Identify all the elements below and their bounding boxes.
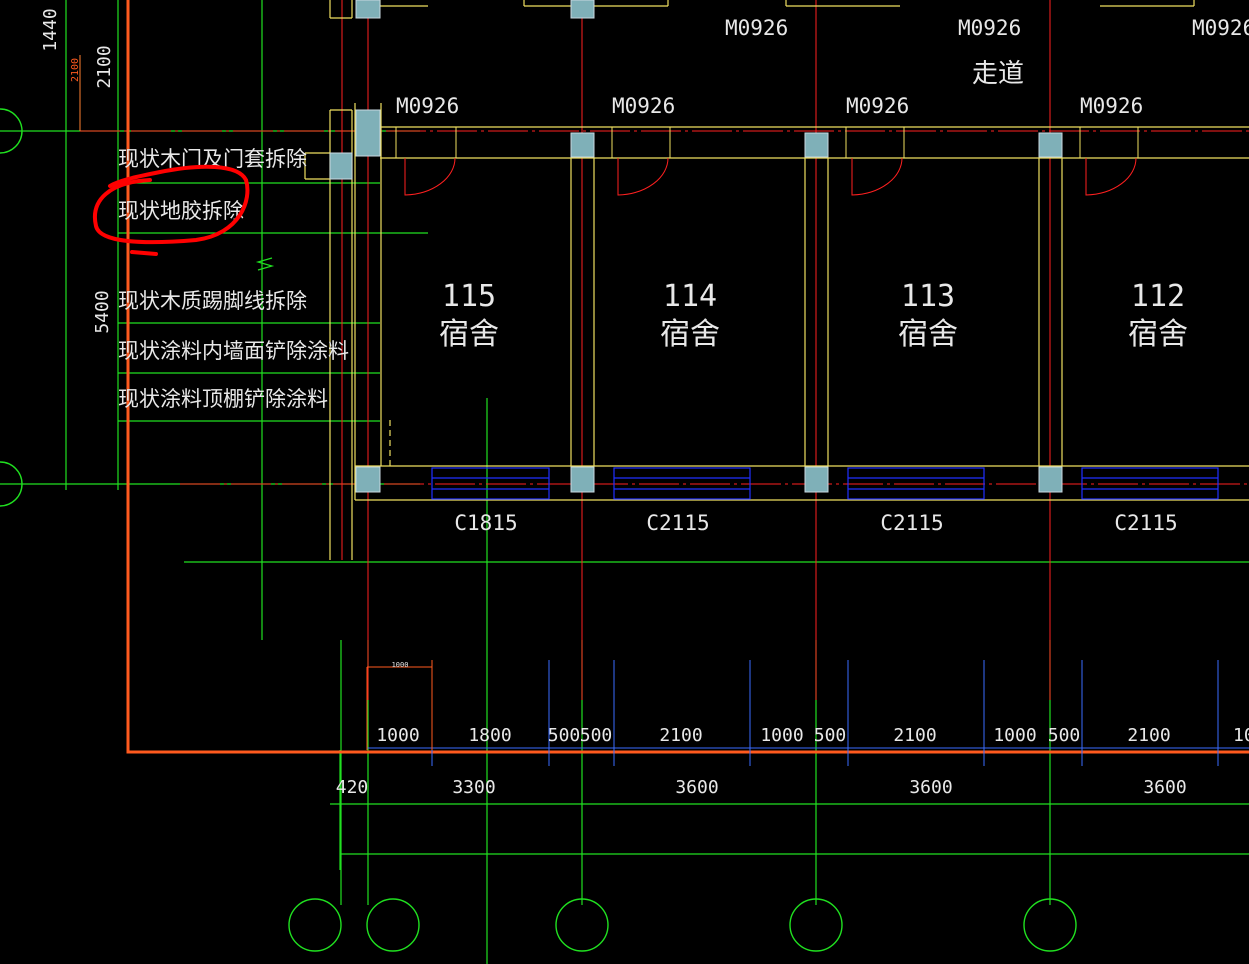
red-highlight-circle — [92, 164, 250, 256]
door-jambs — [395, 127, 1139, 158]
door-tag-1: M0926 — [396, 94, 459, 118]
dim-row2-2: 3300 — [452, 777, 495, 798]
window-tag-2: C2115 — [646, 511, 709, 535]
dim-row2-4: 3600 — [909, 777, 952, 798]
door-tag-2: M0926 — [612, 94, 675, 118]
room-name-114: 宿舍 — [660, 317, 720, 352]
dim-row1-10: 500 — [1048, 725, 1081, 746]
dim-left-top-partial: 1440 — [40, 8, 61, 51]
dim-row1-6: 1000 — [760, 725, 803, 746]
room-name-113: 宿舍 — [898, 317, 958, 352]
dim-left-middle: 5400 — [92, 290, 113, 333]
axis-bubble-left-1 — [0, 108, 23, 154]
window-tag-1: C1815 — [454, 511, 517, 535]
dim-row1-11: 2100 — [1127, 725, 1170, 746]
room-number-115: 115 — [442, 279, 496, 314]
dim-row1-4: 500 — [580, 725, 613, 746]
note-floor-removal: 现状地胶拆除 — [118, 199, 244, 223]
dim-row1-3: 500 — [548, 725, 581, 746]
drawing-frame-border — [126, 0, 1249, 754]
dim-row2-3: 3600 — [675, 777, 718, 798]
room-number-114: 114 — [663, 279, 717, 314]
door-swings — [404, 157, 1137, 196]
structural-columns — [329, 0, 1063, 493]
dim-left-upper: 2100 — [94, 45, 115, 88]
note-baseboard-removal: 现状木质踢脚线拆除 — [118, 289, 307, 313]
axis-bubble-bottom-2 — [366, 898, 420, 952]
dim-row1-5: 2100 — [659, 725, 702, 746]
room-name-115: 宿舍 — [439, 317, 499, 352]
axis-bubbles — [0, 108, 1077, 952]
axis-bubble-bottom-5 — [1023, 898, 1077, 952]
dim-row1-1: 1000 — [376, 725, 419, 746]
room-number-113: 113 — [901, 279, 955, 314]
wall-lines — [304, 0, 1249, 560]
room-number-112: 112 — [1131, 279, 1185, 314]
small-dimension-box — [366, 660, 433, 750]
windows — [431, 467, 1219, 500]
door-tag-top-1: M0926 — [725, 16, 788, 40]
axis-bubble-bottom-3 — [555, 898, 609, 952]
window-tag-4: C2115 — [1114, 511, 1177, 535]
dim-row1-7: 500 — [814, 725, 847, 746]
window-tag-3: C2115 — [880, 511, 943, 535]
note-ceiling-paint-removal: 现状涂料顶棚铲除涂料 — [118, 387, 328, 411]
door-tag-3: M0926 — [846, 94, 909, 118]
dim-row1-8: 2100 — [893, 725, 936, 746]
dim-row1-12: 10 — [1233, 725, 1249, 746]
note-wall-paint-removal: 现状涂料内墙面铲除涂料 — [118, 339, 349, 363]
door-tag-top-3: M0926 — [1192, 16, 1249, 40]
dim-row2-5: 3600 — [1143, 777, 1186, 798]
axis-bubble-left-2 — [0, 461, 23, 507]
dim-row1-2: 1800 — [468, 725, 511, 746]
axis-bubble-bottom-1 — [288, 898, 342, 952]
door-tag-top-2: M0926 — [958, 16, 1021, 40]
dim-row2-1: 420 — [336, 777, 369, 798]
axis-bubble-bottom-4 — [789, 898, 843, 952]
dim-small-label: 1000 — [392, 661, 409, 669]
dim-left-upper-red: 2100 — [70, 58, 81, 82]
door-tag-4: M0926 — [1080, 94, 1143, 118]
corridor-label: 走道 — [972, 59, 1024, 89]
dim-row1-9: 1000 — [993, 725, 1036, 746]
room-name-112: 宿舍 — [1128, 317, 1188, 352]
